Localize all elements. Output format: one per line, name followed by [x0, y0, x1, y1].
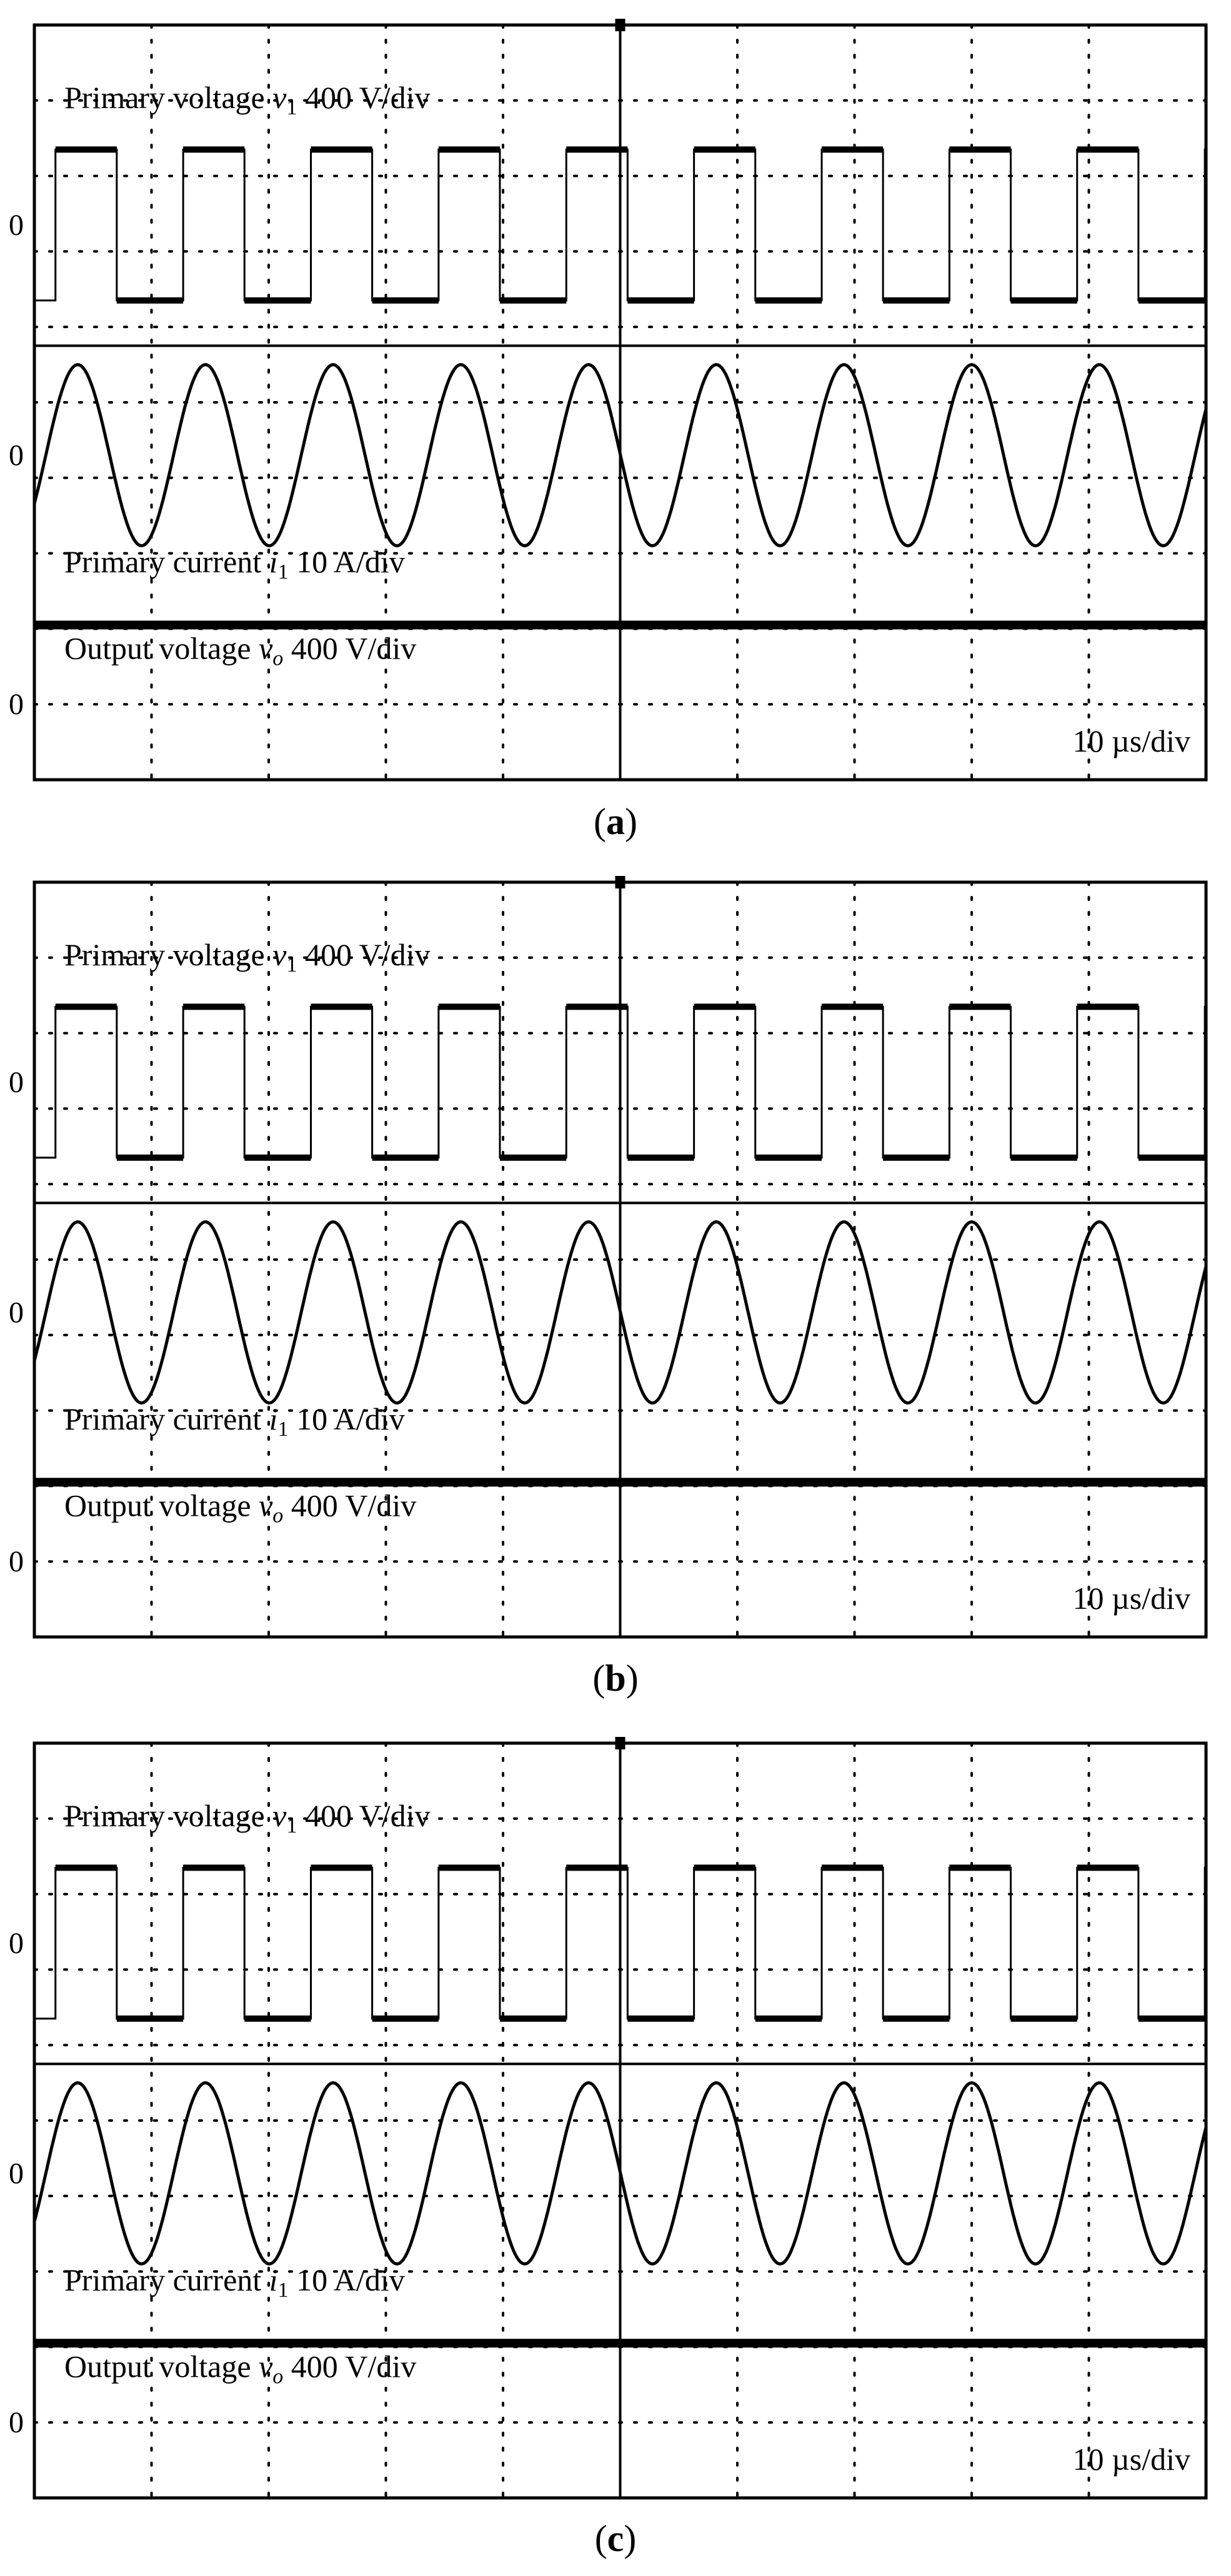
channel-scale: 400 V/div — [291, 631, 417, 666]
channel-subscript: 1 — [278, 1418, 289, 1441]
channel-name: Primary current — [64, 2262, 261, 2297]
channel-subscript: 1 — [286, 953, 297, 977]
panel-caption: (b) — [592, 1658, 638, 1699]
channel-label: Output voltage vo 400 V/div — [64, 631, 416, 672]
panel-letter: a — [606, 801, 625, 842]
channel-label: Primary current i1 10 A/div — [64, 544, 405, 585]
channel-subscript: o — [272, 2365, 283, 2389]
zero-marker: 0 — [9, 1066, 24, 1099]
scope-frame — [32, 880, 1208, 1639]
channel-name: Output voltage — [64, 631, 251, 666]
channel-name: Primary current — [64, 544, 261, 579]
channel-scale: 10 A/div — [296, 1401, 405, 1436]
channel-subscript: 1 — [286, 96, 297, 119]
channel-scale: 400 V/div — [305, 937, 431, 972]
channel-label: Output voltage vo 400 V/div — [64, 1488, 416, 1529]
channel-subscript: 1 — [286, 1814, 297, 1838]
channel-name: Output voltage — [64, 1488, 251, 1523]
channel-name: Primary voltage — [64, 937, 265, 972]
timebase-label: 10 µs/div — [1072, 2442, 1190, 2477]
channel-scale: 400 V/div — [305, 80, 431, 115]
channel-label: Primary current i1 10 A/div — [64, 1401, 405, 1443]
channel-symbol: v — [272, 1798, 287, 1833]
zero-marker: 0 — [9, 2157, 24, 2191]
channel-label: Primary voltage v1 400 V/div — [64, 80, 430, 121]
panel-caption: (a) — [594, 801, 637, 842]
channel-symbol: v — [259, 2349, 273, 2384]
zero-marker: 0 — [9, 1296, 24, 1330]
panel-letter: c — [607, 2518, 624, 2559]
channel-symbol: v — [259, 631, 273, 666]
channel-name: Primary voltage — [64, 80, 265, 115]
panel-caption: (c) — [595, 2518, 637, 2559]
panel-letter: b — [605, 1658, 625, 1699]
channel-name: Output voltage — [64, 2349, 251, 2384]
channel-name: Primary voltage — [64, 1798, 265, 1833]
channel-symbol: i — [269, 2262, 278, 2297]
zero-marker: 0 — [9, 1545, 24, 1578]
timebase-label: 10 µs/div — [1072, 1581, 1190, 1616]
scope-frame — [32, 1741, 1208, 2500]
channel-label: Primary current i1 10 A/div — [64, 2262, 405, 2304]
channel-label: Primary voltage v1 400 V/div — [64, 1798, 430, 1839]
channel-symbol: v — [259, 1488, 273, 1523]
channel-symbol: i — [269, 544, 278, 579]
channel-symbol: i — [269, 1401, 278, 1436]
channel-label: Primary voltage v1 400 V/div — [64, 937, 430, 978]
channel-label: Output voltage vo 400 V/div — [64, 2349, 416, 2390]
channel-symbol: v — [272, 937, 287, 972]
zero-marker: 0 — [9, 439, 24, 472]
channel-subscript: o — [272, 647, 283, 670]
primary-current-trace — [32, 1220, 1208, 1405]
zero-marker: 0 — [9, 209, 24, 242]
zero-marker: 0 — [9, 1927, 24, 1960]
channel-scale: 400 V/div — [305, 1798, 431, 1833]
channel-scale: 400 V/div — [291, 2349, 417, 2384]
channel-scale: 400 V/div — [291, 1488, 417, 1523]
timebase-label: 10 µs/div — [1072, 724, 1190, 758]
scope-frame — [32, 23, 1208, 782]
zero-marker: 0 — [9, 688, 24, 721]
zero-marker: 0 — [9, 2406, 24, 2439]
primary-current-trace — [32, 363, 1208, 548]
channel-name: Primary current — [64, 1401, 261, 1436]
channel-scale: 10 A/div — [296, 544, 405, 579]
primary-current-trace — [32, 2081, 1208, 2266]
channel-symbol: v — [272, 80, 287, 115]
channel-scale: 10 A/div — [296, 2262, 405, 2297]
channel-subscript: o — [272, 1504, 283, 1528]
channel-subscript: 1 — [278, 560, 289, 584]
channel-subscript: 1 — [278, 2279, 289, 2302]
